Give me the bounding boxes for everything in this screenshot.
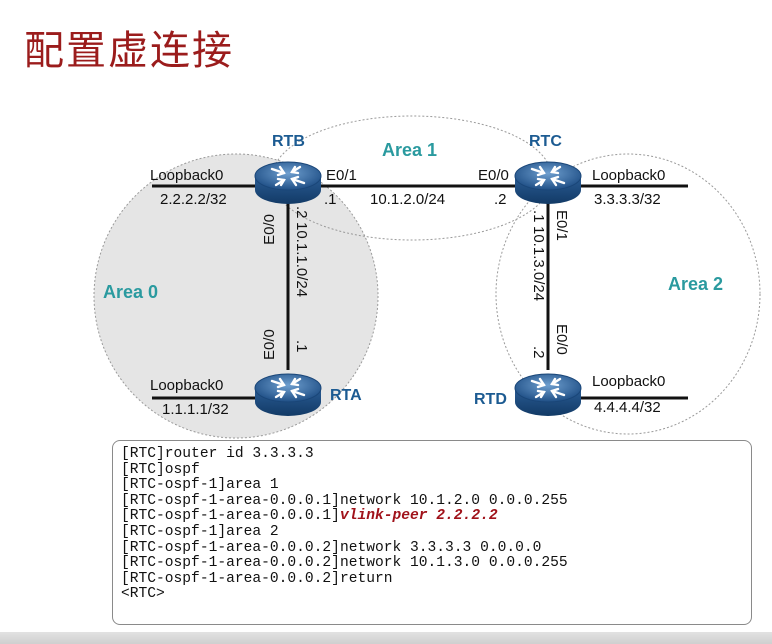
rtb-rta-subnet: 10.1.1.0/24 [293, 222, 310, 297]
router-rtc-label: RTC [529, 133, 562, 150]
config-line: [RTC-ospf-1-area-0.0.0.2]network 10.1.3.… [121, 555, 568, 572]
rtc-rtd-host-rtd: .2 [530, 346, 547, 359]
rtd-loopback-ip: 4.4.4.4/32 [594, 399, 661, 416]
rtc-loopback-ip: 3.3.3.3/32 [594, 191, 661, 208]
rtc-e00-label: E0/0 [478, 167, 509, 184]
config-line: [RTC-ospf-1-area-0.0.0.1]network 10.1.2.… [121, 492, 568, 509]
router-rta-label: RTA [330, 387, 362, 404]
footer-bar [0, 632, 772, 644]
router-rtb-icon [253, 160, 323, 206]
router-rtd-icon [513, 372, 583, 418]
area-2-region [495, 153, 761, 435]
router-rtd-label: RTD [474, 391, 507, 408]
vlink-prompt: [RTC-ospf-1-area-0.0.0.1] [121, 508, 340, 525]
area-0-region [93, 153, 379, 439]
rtc-rtd-host-rtc: .1 [530, 210, 547, 223]
config-line: [RTC-ospf-1-area-0.0.0.2]network 3.3.3.3… [121, 539, 542, 556]
area-2-label: Area 2 [668, 274, 723, 294]
rta-loopback-name: Loopback0 [150, 377, 223, 394]
area-1-label: Area 1 [382, 140, 437, 160]
rtc-e01-label: E0/1 [553, 210, 570, 241]
links [152, 184, 688, 400]
area-0-label: Area 0 [103, 282, 158, 302]
rtb-e00-label: E0/0 [261, 214, 278, 245]
config-line: [RTC-ospf-1-area-0.0.0.2]return [121, 570, 393, 587]
config-line: <RTC> [121, 586, 165, 603]
rtb-rta-host-rtb: .2 [293, 206, 310, 219]
rtd-e00-label: E0/0 [553, 324, 570, 355]
rtb-rtc-host-rtc: .2 [494, 191, 507, 208]
rtc-rtd-subnet: 10.1.3.0/24 [530, 226, 547, 301]
config-line: [RTC-ospf-1]area 2 [121, 523, 279, 540]
config-line: [RTC]router id 3.3.3.3 [121, 446, 314, 462]
rtb-e01-label: E0/1 [326, 167, 357, 184]
rtd-loopback-name: Loopback0 [592, 373, 665, 390]
rtc-loopback-name: Loopback0 [592, 167, 665, 184]
rtb-loopback-name: Loopback0 [150, 167, 223, 184]
config-code-box: [RTC]router id 3.3.3.3 [RTC]ospf [RTC-os… [112, 440, 752, 625]
config-line: [RTC]ospf [121, 461, 200, 478]
config-line: [RTC-ospf-1]area 1 [121, 477, 279, 494]
rtb-rtc-subnet: 10.1.2.0/24 [370, 191, 445, 208]
vlink-command: vlink-peer 2.2.2.2 [339, 508, 498, 525]
router-rta-icon [253, 372, 323, 418]
router-rtb-label: RTB [272, 133, 305, 150]
rtb-rta-host-rta: .1 [293, 340, 310, 353]
rta-loopback-ip: 1.1.1.1/32 [162, 401, 229, 418]
rtb-rtc-host-rtb: .1 [324, 191, 337, 208]
rtb-loopback-ip: 2.2.2.2/32 [160, 191, 227, 208]
rta-e00-label: E0/0 [261, 329, 278, 360]
page-title: 配置虚连接 [24, 28, 234, 74]
router-rtc-icon [513, 160, 583, 206]
config-line-vlink: [RTC-ospf-1-area-0.0.0.1]vlink-peer 2.2.… [121, 509, 751, 525]
